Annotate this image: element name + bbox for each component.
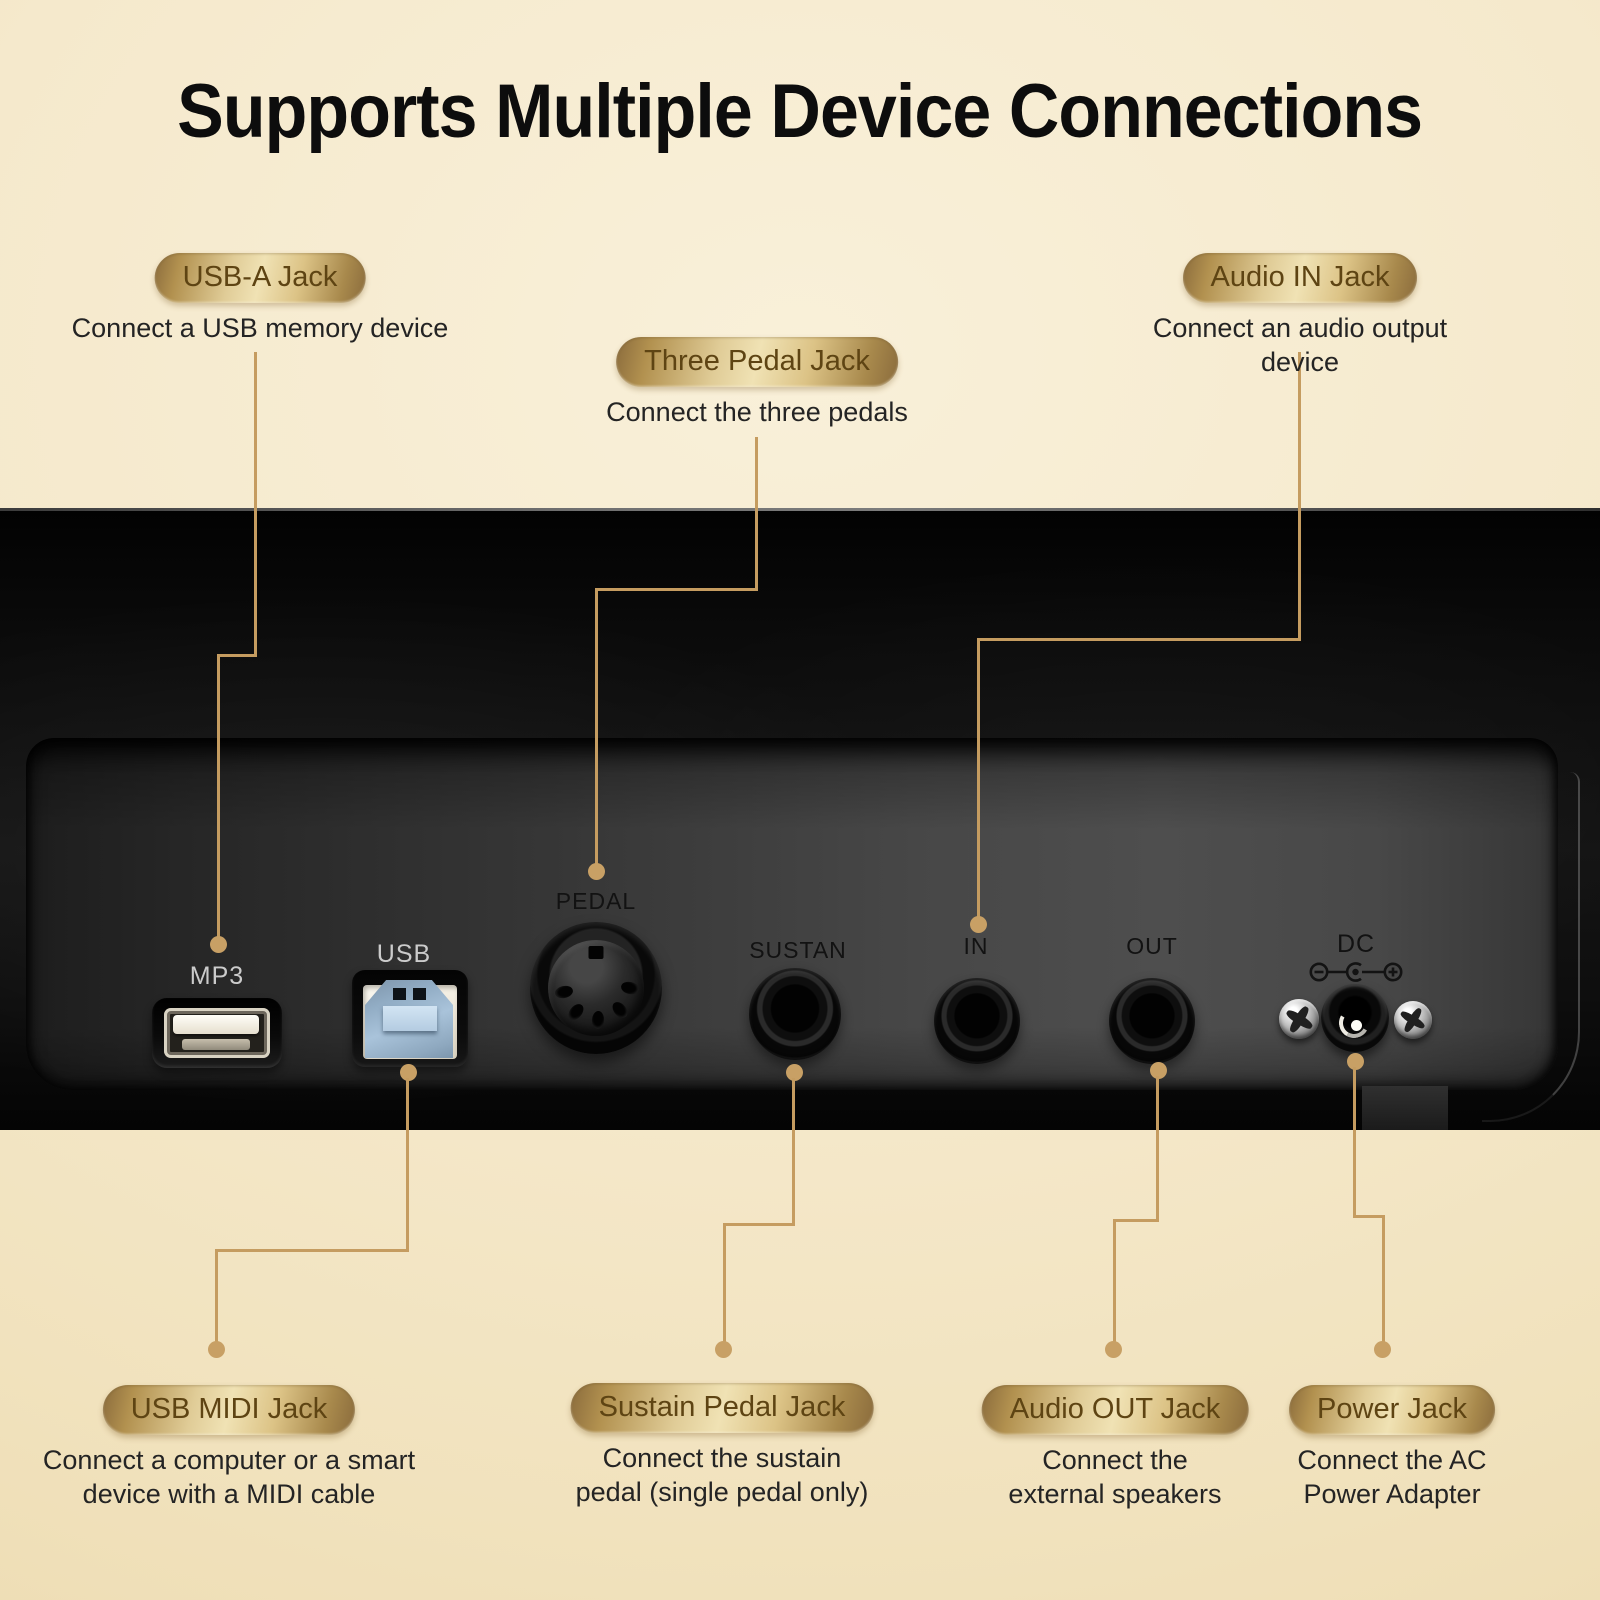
connector-dot <box>1374 1341 1391 1358</box>
callout-desc-audio-in: Connect an audio output device <box>1152 313 1448 377</box>
usb-a-contact-bar <box>182 1039 250 1050</box>
connector-segment <box>1382 1215 1385 1346</box>
usb-b-blue-connector <box>365 980 453 1058</box>
usb-b-inner-block <box>382 1005 438 1032</box>
connector-segment <box>723 1223 726 1346</box>
connector-segment <box>595 588 598 866</box>
dc-pin-dot <box>1351 1020 1362 1031</box>
callout-pill-usb-midi: USB MIDI Jack <box>102 1385 356 1435</box>
callout-power: Power Jack Connect the AC Power Adapter <box>1289 1385 1495 1511</box>
usb-b-pin-notch <box>413 988 427 1000</box>
connector-segment <box>1156 1076 1159 1222</box>
callout-desc-audio-out: Connect the external speakers <box>1008 1445 1222 1509</box>
callout-pill-three-pedal: Three Pedal Jack <box>616 337 898 387</box>
port-label-pedal: PEDAL <box>555 888 637 914</box>
connector-segment <box>977 638 980 919</box>
connector-segment <box>406 1078 409 1252</box>
callout-pill-usb-a: USB-A Jack <box>154 253 366 303</box>
port-label-audio-out: OUT <box>1126 933 1178 959</box>
connector-segment <box>254 352 257 657</box>
connector-dot <box>1150 1062 1167 1079</box>
connector-segment <box>215 1249 218 1346</box>
page-title-text: Supports Multiple Device Connections <box>177 69 1423 154</box>
callout-usb-a: USB-A Jack Connect a USB memory device <box>71 253 449 345</box>
callout-usb-midi: USB MIDI Jack Connect a computer or a sm… <box>43 1385 415 1511</box>
connector-dot <box>715 1341 732 1358</box>
callout-desc-sustain: Connect the sustain pedal (single pedal … <box>575 1443 869 1507</box>
connector-segment <box>1113 1219 1159 1222</box>
port-label-dc: DC <box>1336 930 1376 958</box>
connector-dot <box>588 863 605 880</box>
connector-dot <box>210 936 227 953</box>
connector-segment <box>1353 1067 1356 1218</box>
callout-audio-in: Audio IN Jack Connect an audio output de… <box>1150 253 1450 379</box>
callout-pill-sustain: Sustain Pedal Jack <box>570 1383 874 1433</box>
callout-pill-audio-out: Audio OUT Jack <box>981 1385 1249 1435</box>
callout-audio-out: Audio OUT Jack Connect the external spea… <box>981 1385 1249 1511</box>
port-label-audio-in: IN <box>963 933 989 959</box>
connector-dot <box>400 1064 417 1081</box>
usb-b-pin-notch <box>393 988 407 1000</box>
connector-dot <box>1105 1341 1122 1358</box>
connector-dot <box>208 1341 225 1358</box>
audio-out-jack-icon <box>1109 978 1195 1064</box>
sustain-jack-icon <box>749 968 841 1060</box>
page-title: Supports Multiple Device Connections <box>0 68 1600 155</box>
callout-pill-audio-in: Audio IN Jack <box>1182 253 1418 303</box>
usb-b-port-icon <box>352 970 468 1067</box>
connector-segment <box>977 638 1301 641</box>
connector-segment <box>792 1078 795 1226</box>
panel-step-detail <box>1362 1086 1448 1130</box>
port-label-sustain: SUSTAN <box>749 937 847 963</box>
audio-in-jack-icon <box>934 978 1020 1064</box>
connector-segment <box>1353 1215 1385 1218</box>
connector-segment <box>755 437 758 591</box>
connector-dot <box>786 1064 803 1081</box>
connector-dot <box>970 916 987 933</box>
connector-segment <box>1113 1219 1116 1346</box>
callout-desc-power: Connect the AC Power Adapter <box>1297 1445 1487 1509</box>
screw-icon <box>1279 999 1319 1039</box>
dc-polarity-icon <box>1309 962 1403 982</box>
callout-desc-three-pedal: Connect the three pedals <box>606 397 908 427</box>
connector-segment <box>215 1249 409 1252</box>
dc-barrel-jack-icon <box>1321 984 1389 1052</box>
connector-segment <box>723 1223 795 1226</box>
usb-a-tongue <box>173 1015 259 1034</box>
callout-desc-usb-midi: Connect a computer or a smart device wit… <box>42 1445 416 1509</box>
callout-three-pedal: Three Pedal Jack Connect the three pedal… <box>606 337 908 429</box>
callout-pill-power: Power Jack <box>1289 1385 1495 1435</box>
connector-segment <box>217 654 257 657</box>
port-label-mp3: MP3 <box>189 962 245 990</box>
connector-dot <box>1347 1053 1364 1070</box>
callout-desc-usb-a: Connect a USB memory device <box>71 313 449 343</box>
callout-sustain: Sustain Pedal Jack Connect the sustain p… <box>570 1383 874 1509</box>
connector-segment <box>217 654 220 940</box>
connector-segment <box>595 588 758 591</box>
screw-icon <box>1394 1001 1432 1039</box>
usb-a-port-icon <box>152 998 282 1068</box>
connector-segment <box>1298 352 1301 641</box>
side-arm-highlight <box>1482 772 1580 1122</box>
piano-top-edge-highlight <box>0 508 1600 511</box>
port-label-usb: USB <box>376 940 432 968</box>
din-key-notch <box>588 946 604 959</box>
midi-din-port-icon <box>530 922 662 1054</box>
